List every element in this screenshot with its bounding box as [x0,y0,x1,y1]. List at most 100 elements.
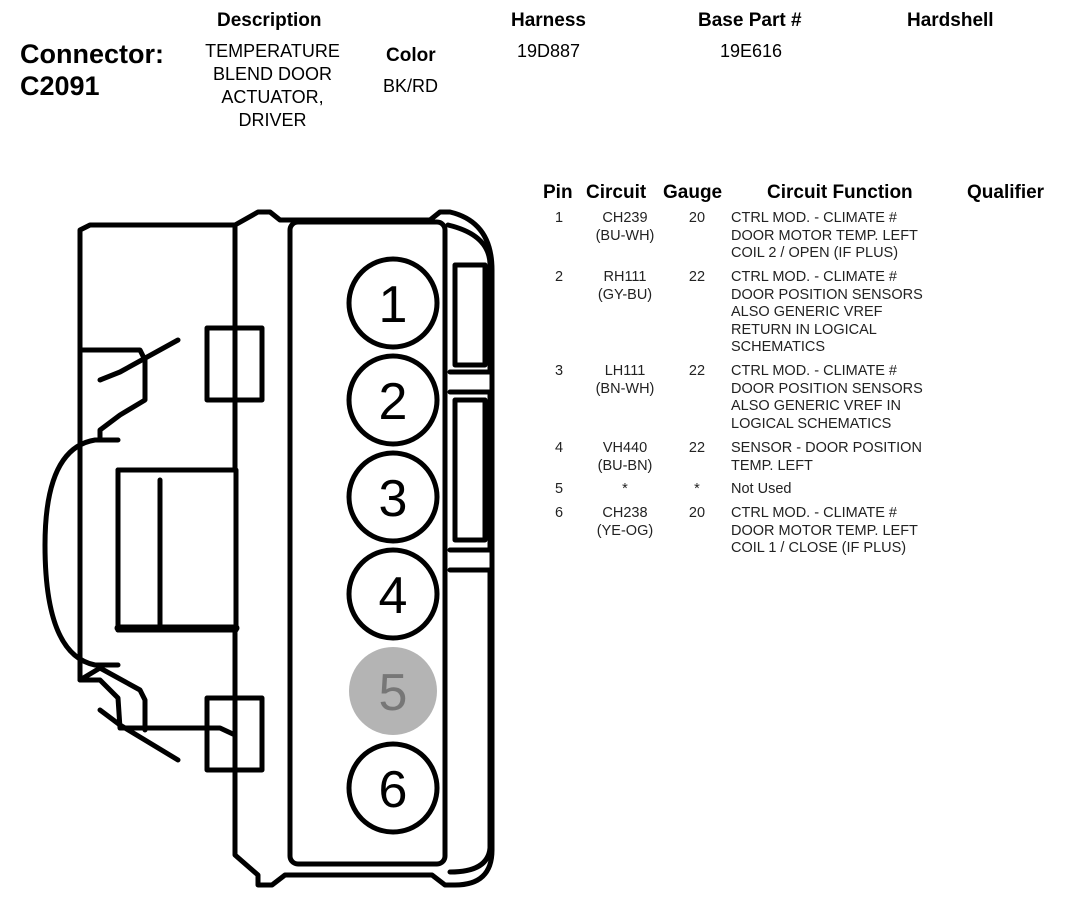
connector-label: Connector: C2091 [20,38,164,102]
pin-number: 6 [554,505,564,521]
pin-3-circle [346,450,440,544]
right-tab-top [452,262,488,368]
function-line: ALSO GENERIC VREF [731,304,883,320]
harness-header: Harness [511,10,586,31]
gauge-cell: 22 [688,269,706,285]
wire-color: (BU-BN) [597,457,653,474]
color-value: BK/RD [383,76,439,96]
wire-color: (GY-BU) [597,286,653,303]
pin-4-label: 4 [379,567,408,625]
circuit-cell: RH111 (GY-BU) [580,269,670,304]
gauge-cell: 22 [688,363,706,379]
color-header: Color [386,45,436,66]
right-tab-mid [452,397,488,543]
left-bump [42,437,121,668]
pin-5-circle [349,647,437,735]
latch-upper [77,347,148,443]
pin-number: 3 [554,363,564,379]
function-cell: CTRL MOD. - CLIMATE # DOOR MOTOR TEMP. L… [731,505,961,558]
function-line: TEMP. LEFT [731,457,813,474]
function-line: SENSOR - DOOR POSITION [731,440,922,456]
wire-color: (YE-OG) [596,522,654,539]
gauge-cell: 20 [688,505,706,521]
pin-5-label: 5 [379,664,408,722]
function-line: CTRL MOD. - CLIMATE # [731,363,897,379]
harness-value: 19D887 [517,41,581,61]
connector-id: C2091 [20,71,100,101]
description-line: TEMPERATURE [205,41,340,61]
function-line: CTRL MOD. - CLIMATE # [731,505,897,521]
circuit-cell: CH239 (BU-WH) [580,210,670,245]
center-slot [115,467,239,633]
function-line: CTRL MOD. - CLIMATE # [731,269,897,285]
function-line: CTRL MOD. - CLIMATE # [731,210,897,226]
pin-1-circle [346,256,440,350]
latch-lower-arm [97,707,181,763]
circuit-id: CH238 [602,505,648,521]
circuit-id: RH111 [603,269,647,285]
pin-number: 1 [554,210,564,226]
description-line: ACTUATOR, [221,87,324,107]
pin-3-label: 3 [379,470,408,528]
hardshell-header: Hardshell [907,10,994,31]
description-value: TEMPERATURE BLEND DOOR ACTUATOR, DRIVER [180,40,365,132]
pin-6-label: 6 [379,761,408,819]
col-circuit: Circuit [586,182,647,203]
circuit-id: VH440 [602,440,648,456]
function-line: DOOR POSITION SENSORS [731,380,923,397]
housing-body [287,219,448,867]
pin-number: 5 [554,481,564,497]
pin-table-body: 1 CH239 (BU-WH) 20 CTRL MOD. - CLIMATE #… [544,210,1064,610]
pin-4-circle [346,547,440,641]
function-line: Not Used [731,481,792,497]
pin-2-circle [346,353,440,447]
base-part-header: Base Part # [698,10,802,31]
wire-color: (BN-WH) [595,380,655,397]
pin-table-header: Pin Circuit Gauge Circuit Function Quali… [0,182,1069,206]
function-line: DOOR MOTOR TEMP. LEFT [731,227,918,244]
function-line: DOOR POSITION SENSORS [731,286,923,303]
function-line: COIL 1 / CLOSE (IF PLUS) [731,540,907,556]
circuit-id: LH111 [604,363,646,379]
circuit-id: * [622,481,628,497]
right-segment-mid [447,389,493,553]
latch-lower [77,665,148,733]
description-line: BLEND DOOR [212,64,333,84]
function-cell: CTRL MOD. - CLIMATE # DOOR MOTOR TEMP. L… [731,210,961,263]
base-part-value: 19E616 [720,41,783,61]
col-gauge: Gauge [663,182,723,203]
circuit-cell: CH238 (YE-OG) [580,505,670,540]
pin-number: 2 [554,269,564,285]
function-line: ALSO GENERIC VREF IN [731,398,902,414]
connector-label-text: Connector: [20,39,164,69]
gauge-cell: 20 [688,210,706,226]
latch-upper-arm [97,337,181,383]
col-circuit-function: Circuit Function [767,182,913,203]
function-line: COIL 2 / OPEN (IF PLUS) [731,245,899,261]
function-cell: CTRL MOD. - CLIMATE # DOOR POSITION SENS… [731,363,961,433]
pin-2-label: 2 [379,373,408,431]
function-line: SCHEMATICS [731,339,825,355]
function-line: LOGICAL SCHEMATICS [731,415,892,432]
gauge-cell: 22 [688,440,706,456]
pin-1-label: 1 [379,276,408,334]
gauge-cell: * [694,481,700,497]
right-segment-low [447,567,493,875]
function-cell: Not Used [731,481,961,499]
description-line: DRIVER [238,110,307,130]
circuit-cell: LH111 (BN-WH) [580,363,670,398]
right-segment-top [445,222,493,375]
pin-group: 1 2 3 4 5 6 [346,256,440,835]
housing-outline [77,209,495,888]
description-header: Description [217,10,322,31]
function-cell: CTRL MOD. - CLIMATE # DOOR POSITION SENS… [731,269,961,357]
pin-number: 4 [554,440,564,456]
circuit-id: CH239 [602,210,648,226]
function-cell: SENSOR - DOOR POSITION TEMP. LEFT [731,440,961,475]
pin-6-circle [346,741,440,835]
col-qualifier: Qualifier [967,182,1045,203]
function-line: RETURN IN LOGICAL [731,321,877,338]
wire-color: (BU-WH) [595,227,655,244]
function-line: DOOR MOTOR TEMP. LEFT [731,522,918,539]
